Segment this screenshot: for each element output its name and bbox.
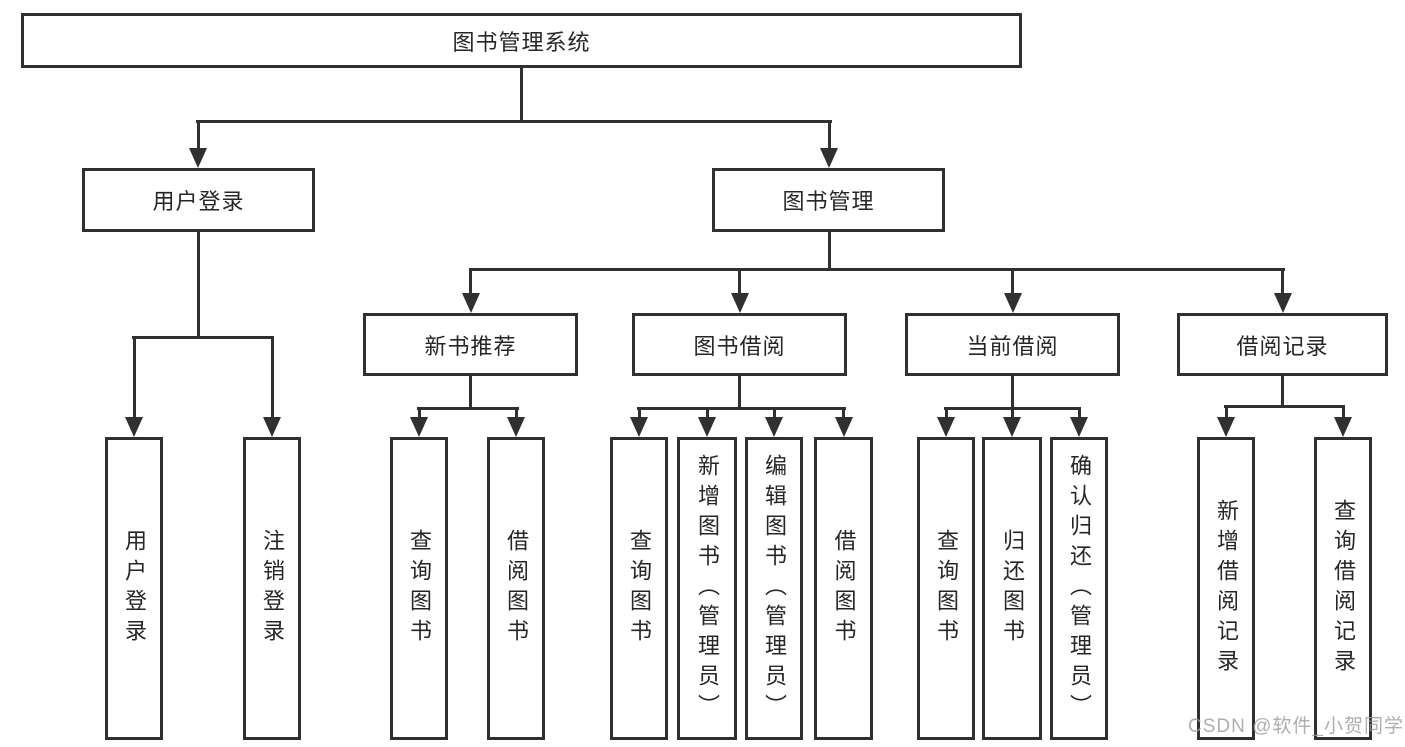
connector-line bbox=[417, 407, 519, 410]
connector-line bbox=[133, 336, 136, 421]
connector-line bbox=[706, 407, 709, 421]
node-library-system-label: 图书管理系统 bbox=[452, 29, 591, 55]
arrowhead-down-icon bbox=[1334, 417, 1352, 437]
connector-line bbox=[1011, 376, 1014, 410]
connector-line bbox=[132, 336, 274, 339]
node-new-book-recommend: 新书推荐 bbox=[363, 313, 578, 376]
arrowhead-down-icon bbox=[835, 417, 853, 437]
arrowhead-down-icon bbox=[1217, 417, 1235, 437]
leaf-query-books-recommend-label: 查询图书 bbox=[407, 528, 432, 649]
connector-line bbox=[418, 407, 421, 421]
arrowhead-down-icon bbox=[410, 417, 428, 437]
arrowhead-down-icon bbox=[125, 417, 143, 437]
connector-line bbox=[842, 407, 845, 421]
leaf-query-books-borrowing: 查询图书 bbox=[610, 437, 668, 740]
leaf-logout-label: 注销登录 bbox=[260, 528, 285, 649]
leaf-add-borrow-record: 新增借阅记录 bbox=[1197, 437, 1255, 740]
connector-line bbox=[196, 120, 832, 123]
node-user-login-label: 用户登录 bbox=[152, 189, 245, 214]
leaf-logout: 注销登录 bbox=[243, 437, 301, 740]
node-new-book-recommend-label: 新书推荐 bbox=[424, 333, 517, 359]
connector-line bbox=[1011, 407, 1014, 421]
connector-line bbox=[197, 120, 200, 150]
leaf-query-books-recommend: 查询图书 bbox=[390, 437, 448, 740]
connector-line bbox=[1281, 376, 1284, 408]
arrowhead-down-icon bbox=[462, 293, 480, 313]
connector-line bbox=[828, 232, 831, 271]
leaf-borrow-books-recommend-label: 借阅图书 bbox=[504, 528, 529, 649]
leaf-query-borrow-record-label: 查询借阅记录 bbox=[1331, 498, 1356, 679]
leaf-edit-books-admin-label: 编辑图书（管理员） bbox=[762, 453, 787, 724]
node-borrowing-records: 借阅记录 bbox=[1177, 313, 1388, 376]
leaf-add-books-admin-label: 新增图书（管理员） bbox=[695, 453, 720, 724]
connector-line bbox=[738, 268, 741, 297]
leaf-query-books-current-label: 查询图书 bbox=[934, 528, 959, 649]
node-book-borrowing-label: 图书借阅 bbox=[693, 333, 786, 359]
leaf-confirm-return-admin-label: 确认归还（管理员） bbox=[1067, 453, 1092, 724]
leaf-add-borrow-record-label: 新增借阅记录 bbox=[1214, 498, 1239, 679]
leaf-borrow-books-recommend: 借阅图书 bbox=[487, 437, 545, 740]
node-book-management: 图书管理 bbox=[712, 168, 945, 232]
connector-line bbox=[1281, 268, 1284, 297]
arrowhead-down-icon bbox=[507, 417, 525, 437]
watermark: CSDN @软件_小贺同学 bbox=[1188, 716, 1404, 737]
connector-line bbox=[828, 120, 831, 150]
arrowhead-down-icon bbox=[937, 417, 955, 437]
leaf-add-books-admin: 新增图书（管理员） bbox=[677, 437, 737, 740]
connector-line bbox=[469, 268, 1285, 271]
arrowhead-down-icon bbox=[731, 293, 749, 313]
arrowhead-down-icon bbox=[1070, 417, 1088, 437]
leaf-query-books-borrowing-label: 查询图书 bbox=[627, 528, 652, 649]
leaf-edit-books-admin: 编辑图书（管理员） bbox=[745, 437, 803, 740]
arrowhead-down-icon bbox=[765, 417, 783, 437]
node-user-login: 用户登录 bbox=[82, 168, 315, 232]
connector-line bbox=[638, 407, 641, 421]
connector-line bbox=[945, 407, 948, 421]
connector-line bbox=[738, 376, 741, 410]
node-book-borrowing: 图书借阅 bbox=[632, 313, 847, 376]
leaf-borrow-books-borrowing-label: 借阅图书 bbox=[831, 528, 857, 649]
arrowhead-down-icon bbox=[630, 417, 648, 437]
node-book-management-label: 图书管理 bbox=[782, 189, 875, 214]
connector-line bbox=[1011, 268, 1014, 297]
connector-line bbox=[1225, 405, 1228, 421]
connector-line bbox=[637, 407, 846, 410]
node-current-borrowing: 当前借阅 bbox=[905, 313, 1120, 376]
leaf-confirm-return-admin: 确认归还（管理员） bbox=[1050, 437, 1108, 740]
arrowhead-down-icon bbox=[698, 417, 716, 437]
node-library-system: 图书管理系统 bbox=[21, 13, 1022, 68]
connector-line bbox=[469, 268, 472, 297]
arrowhead-down-icon bbox=[1003, 417, 1021, 437]
arrowhead-down-icon bbox=[189, 148, 207, 168]
connector-line bbox=[271, 336, 274, 421]
leaf-query-borrow-record: 查询借阅记录 bbox=[1314, 437, 1372, 740]
arrowhead-down-icon bbox=[263, 417, 281, 437]
arrowhead-down-icon bbox=[820, 148, 838, 168]
leaf-user-login-label: 用户登录 bbox=[122, 528, 147, 649]
connector-line bbox=[197, 232, 200, 339]
node-current-borrowing-label: 当前借阅 bbox=[966, 333, 1059, 359]
leaf-user-login: 用户登录 bbox=[105, 437, 163, 740]
connector-line bbox=[1342, 405, 1345, 421]
leaf-query-books-current: 查询图书 bbox=[917, 437, 975, 740]
leaf-return-books-label: 归还图书 bbox=[1000, 528, 1025, 649]
arrowhead-down-icon bbox=[1004, 293, 1022, 313]
connector-line bbox=[515, 407, 518, 421]
node-borrowing-records-label: 借阅记录 bbox=[1236, 333, 1329, 359]
connector-line bbox=[1078, 407, 1081, 421]
connector-line bbox=[1224, 405, 1345, 408]
arrowhead-down-icon bbox=[1274, 293, 1292, 313]
leaf-return-books: 归还图书 bbox=[982, 437, 1042, 740]
connector-line bbox=[773, 407, 776, 421]
leaf-borrow-books-borrowing: 借阅图书 bbox=[814, 437, 873, 740]
connector-line bbox=[520, 68, 523, 123]
connector-line bbox=[469, 376, 472, 410]
